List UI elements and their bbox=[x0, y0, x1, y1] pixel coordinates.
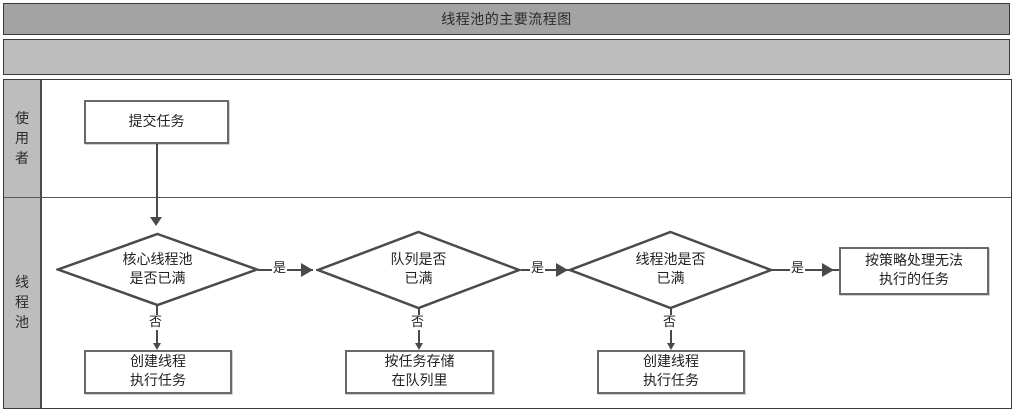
swimlane-container: 使 用 者 线 程 池 bbox=[3, 79, 1012, 409]
lane-label-threadpool: 线 程 池 bbox=[15, 275, 29, 331]
node-create-thread-run-1[interactable]: 创建线程 执行任务 bbox=[84, 350, 232, 394]
arrowhead-core-decision-no bbox=[153, 343, 161, 350]
node-store-in-queue[interactable]: 按任务存储 在队列里 bbox=[345, 350, 494, 394]
edge-label-no-1: 否 bbox=[148, 315, 164, 330]
diamond-shape-icon bbox=[316, 230, 521, 310]
lane-label-user: 使 用 者 bbox=[15, 110, 29, 167]
node-decision-queue-full[interactable]: 队列是否 已满 bbox=[316, 230, 521, 310]
connector-submit-to-core-decision bbox=[156, 143, 158, 217]
lane-header-user: 使 用 者 bbox=[4, 80, 42, 197]
arrowhead-queue-decision-no bbox=[415, 343, 423, 350]
connector-pool-decision-yes bbox=[772, 269, 839, 271]
diagram-title-bar: 线程池的主要流程图 bbox=[3, 3, 1010, 35]
arrowhead-queue-decision-yes bbox=[556, 263, 568, 277]
lane-header-threadpool: 线 程 池 bbox=[4, 198, 42, 408]
diagram-subheader-band bbox=[3, 39, 1010, 75]
arrowhead-core-decision-yes bbox=[301, 263, 313, 277]
arrowhead-pool-decision-yes bbox=[822, 263, 834, 277]
node-create-thread-run-2[interactable]: 创建线程 执行任务 bbox=[597, 350, 745, 394]
edge-label-no-2: 否 bbox=[410, 315, 426, 330]
diamond-shape-icon bbox=[56, 232, 259, 307]
node-reject-policy[interactable]: 按策略处理无法 执行的任务 bbox=[839, 247, 989, 295]
page-title: 线程池的主要流程图 bbox=[441, 12, 572, 28]
arrowhead-pool-decision-no bbox=[667, 343, 675, 350]
arrowhead-submit-to-core-decision bbox=[150, 217, 162, 226]
edge-label-yes-1: 是 bbox=[272, 261, 288, 276]
swimlane-threadpool: 线 程 池 bbox=[4, 198, 1011, 408]
node-decision-pool-full[interactable]: 线程池是否 已满 bbox=[568, 230, 773, 310]
node-decision-core-pool-full[interactable]: 核心线程池 是否已满 bbox=[56, 232, 259, 307]
node-submit-task[interactable]: 提交任务 bbox=[84, 100, 229, 144]
diamond-shape-icon bbox=[568, 230, 773, 310]
edge-label-yes-2: 是 bbox=[530, 261, 546, 276]
edge-label-no-3: 否 bbox=[662, 315, 678, 330]
edge-label-yes-3: 是 bbox=[790, 261, 806, 276]
